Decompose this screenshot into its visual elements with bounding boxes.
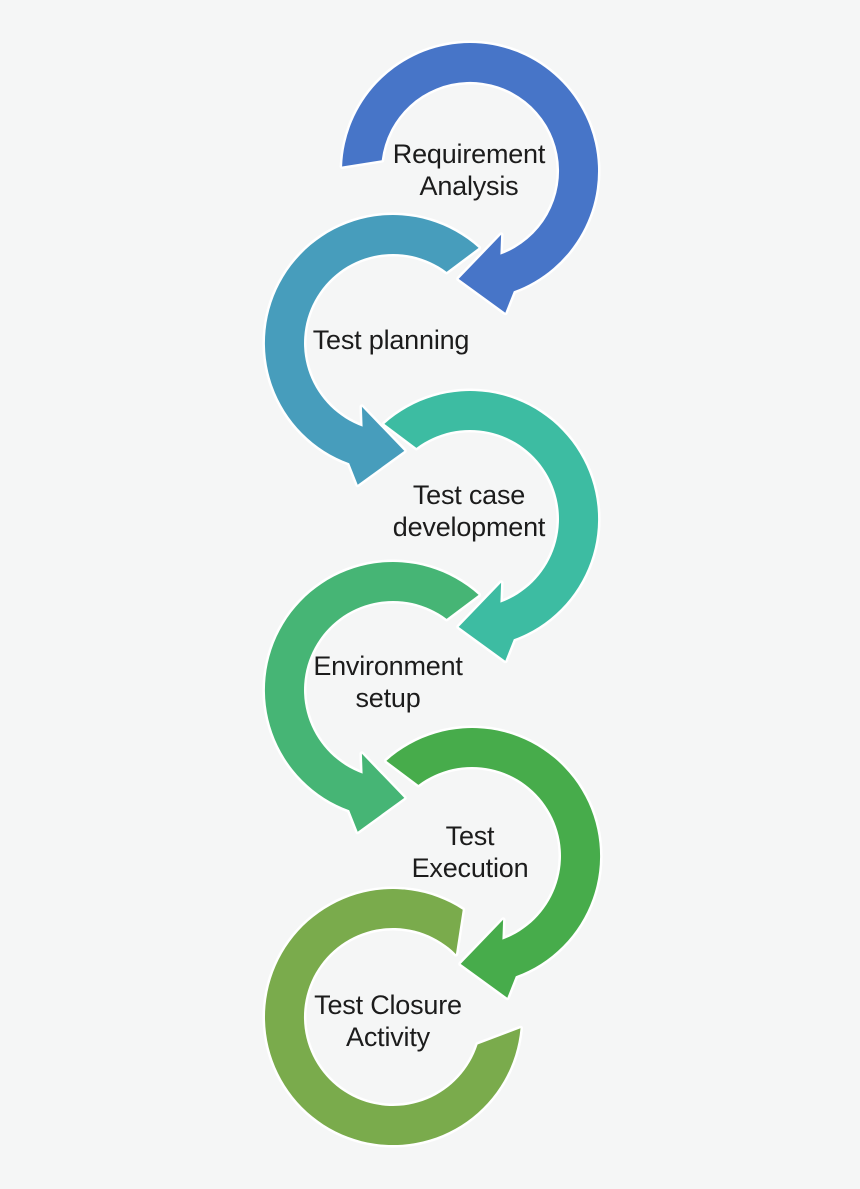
- stage-arrow-test-execution: [383, 725, 603, 1001]
- stage-arrow-test-planning: [262, 212, 482, 488]
- stage-arrow-requirement-analysis: [339, 40, 601, 316]
- stage-arrow-environment-setup: [262, 559, 482, 835]
- stage-arrow-test-closure-activity: [262, 886, 523, 1148]
- stage-arrow-test-case-development: [381, 388, 601, 664]
